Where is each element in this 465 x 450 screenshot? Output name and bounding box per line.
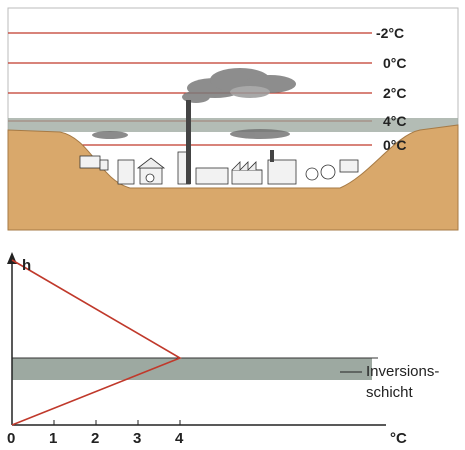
inversion-label-line2: schicht [366,384,414,401]
x-axis-unit: °C [390,430,407,447]
building-sawtooth [231,169,263,185]
x-tick-0: 0 [7,430,15,447]
tree-3 [145,173,155,183]
y-axis-label: h [22,257,31,274]
temp-label-minus2: -2°C [376,25,404,41]
building-left-1 [79,155,101,169]
valley-ground [7,124,459,231]
x-ticks [53,420,181,425]
chimney-small [270,150,274,162]
x-tick-4: 4 [175,430,184,447]
temperature-profile-line [11,259,182,426]
chimney [186,100,191,184]
x-tick-1: 1 [49,430,57,447]
trees [145,164,336,183]
x-tick-3: 3 [133,430,141,447]
temperature-profile-graph: h 0 1 2 3 4 °C Inversions- schicht [7,252,439,447]
smoke-cloud [182,68,296,103]
building-factory-2 [195,167,229,185]
inversion-band [12,358,372,380]
x-tick-2: 2 [91,430,99,447]
building-right-1 [267,159,297,185]
temp-label-2: 2°C [383,85,407,101]
tree-1 [305,167,319,181]
tree-2 [320,164,336,180]
roof-house-1 [136,157,166,169]
building-left-2 [99,159,109,171]
temp-label-4: 4°C [383,113,407,129]
building-right-2 [339,159,359,173]
trapped-smoke [92,129,290,139]
temp-label-0-top: 0°C [383,55,407,71]
temp-label-0-bottom: 0°C [383,137,407,153]
inversion-label-line1: Inversions- [366,363,439,380]
building-block [117,159,135,185]
valley-scene: -2°C 0°C 2°C 4°C 0°C [7,7,459,231]
roof-sawtooth [231,161,262,171]
inversion-haze [8,118,458,132]
